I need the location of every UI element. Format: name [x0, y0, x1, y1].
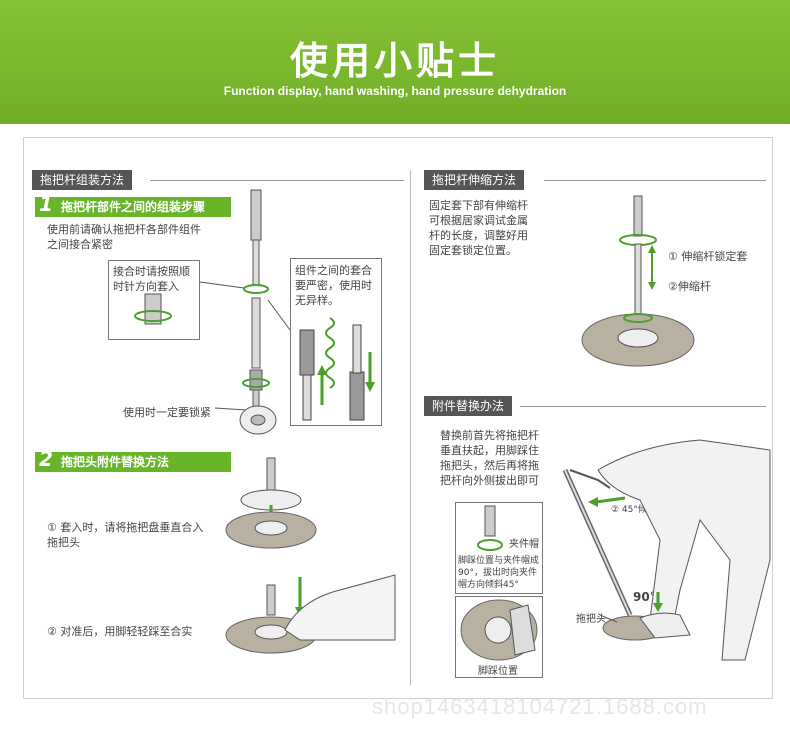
step2-item1: ① 套入时，请将拖把盘垂直合入拖把头	[47, 521, 204, 549]
replace-description: 替换前首先将拖把杆垂直扶起，用脚踩住拖把头，然后再将拖把杆向外侧拔出即可	[440, 429, 539, 487]
banner-subtitle: Function display, hand washing, hand pre…	[223, 84, 567, 98]
tab-telescopic: 拖把杆伸缩方法	[424, 170, 525, 190]
step2-header: 2 拖把头附件替换方法	[35, 447, 231, 472]
tab-underline	[544, 180, 766, 181]
lock-label: 使用时一定要锁紧	[123, 406, 211, 419]
step1-title: 拖把杆部件之间的组装步骤	[61, 200, 206, 214]
foot-position-label: 脚踩位置	[478, 666, 518, 677]
tab-assembly: 拖把杆组装方法	[32, 170, 133, 190]
content-frame	[23, 137, 773, 699]
lock-sleeve-label: ① 伸缩杆锁定套	[668, 250, 748, 263]
step1-description: 使用前请确认拖把杆各部件组件之间接合紧密	[47, 223, 201, 251]
tab-underline	[150, 180, 404, 181]
position-note: 脚踩位置与夹件帽成90°，拔出时向夹件帽方向倾斜45°	[458, 556, 540, 590]
step2-title: 拖把头附件替换方法	[61, 455, 170, 469]
mop-head-label: 拖把头	[576, 614, 606, 625]
tab-underline	[520, 406, 766, 407]
step1-number: 1	[39, 192, 53, 216]
header-banner: 使用小贴士 Function display, hand washing, ha…	[0, 0, 790, 124]
tilt-label: ② 45°倾斜	[611, 505, 656, 515]
tab-replace: 附件替换办法	[424, 396, 513, 416]
rotate-note-text: 接合时请按照顺时针方向套入	[113, 265, 190, 293]
column-divider	[410, 170, 411, 685]
step1-header: 1 拖把杆部件之间的组装步骤	[35, 192, 231, 217]
fit-note-text: 组件之间的套合要严密，使用时无异样。	[295, 264, 372, 307]
step2-item2: ② 对准后，用脚轻轻踩至合实	[47, 625, 193, 638]
angle-label: 90°	[633, 590, 656, 604]
clip-label: 夹件帽	[509, 539, 539, 550]
telescopic-rod-label: ②伸缩杆	[668, 280, 711, 293]
watermark: shop1463418104721.1688.com	[372, 694, 708, 719]
banner-title: 使用小贴士	[289, 39, 500, 83]
telescopic-description: 固定套下部有伸缩杆可根据居家调试金属杆的长度，调整好用固定套锁定位置。	[429, 199, 528, 257]
step2-number: 2	[39, 447, 53, 471]
